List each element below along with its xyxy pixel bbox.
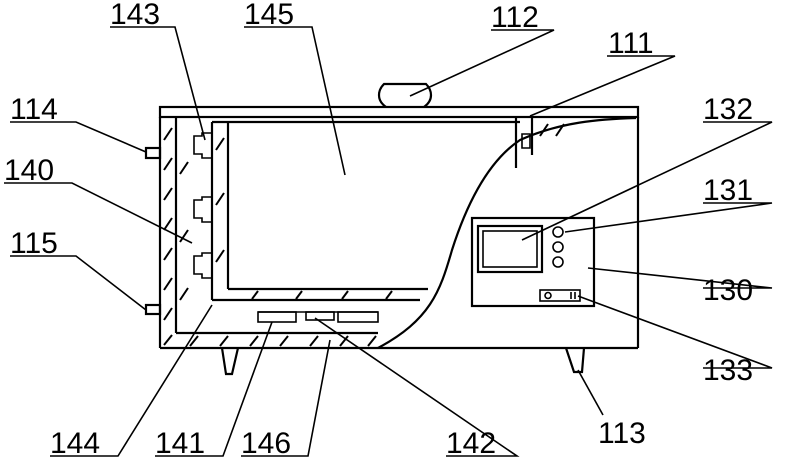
upper-pipe [144, 146, 162, 160]
label-140: 140 [4, 154, 54, 187]
label-143: 143 [110, 0, 160, 31]
power-switch [539, 289, 581, 302]
lid-plate [158, 105, 640, 119]
bottom-heaters [257, 311, 379, 323]
label-130: 130 [703, 274, 753, 307]
display-screen [476, 224, 544, 274]
label-131: 131 [703, 174, 753, 207]
label-113: 113 [598, 417, 646, 450]
inner-wall-hatch [179, 161, 189, 301]
label-111: 111 [608, 27, 654, 60]
label-133: 133 [703, 354, 753, 387]
label-112: 112 [491, 1, 539, 34]
control-panel [470, 216, 596, 308]
right-leg [564, 347, 586, 374]
left-leg [220, 347, 240, 376]
label-142: 142 [446, 427, 496, 460]
label-115: 115 [10, 227, 58, 260]
label-144: 144 [50, 427, 100, 460]
cutaway-curve [377, 116, 637, 349]
left-heaters [193, 132, 213, 279]
label-132: 132 [703, 93, 753, 126]
label-141: 141 [155, 427, 205, 460]
left-wall-cavity [163, 117, 378, 346]
upper-right-wall [514, 118, 565, 168]
lower-pipe [144, 303, 162, 316]
label-145: 145 [244, 0, 294, 31]
bottom-hatch [189, 335, 377, 347]
inner-chamber [210, 120, 520, 302]
control-knobs [552, 226, 564, 268]
leader-lines [4, 26, 773, 457]
label-146: 146 [241, 427, 291, 460]
reference-labels: 143 145 112 111 114 140 115 132 131 130 … [4, 0, 753, 460]
lid-knob [377, 82, 433, 108]
label-114: 114 [10, 93, 58, 126]
